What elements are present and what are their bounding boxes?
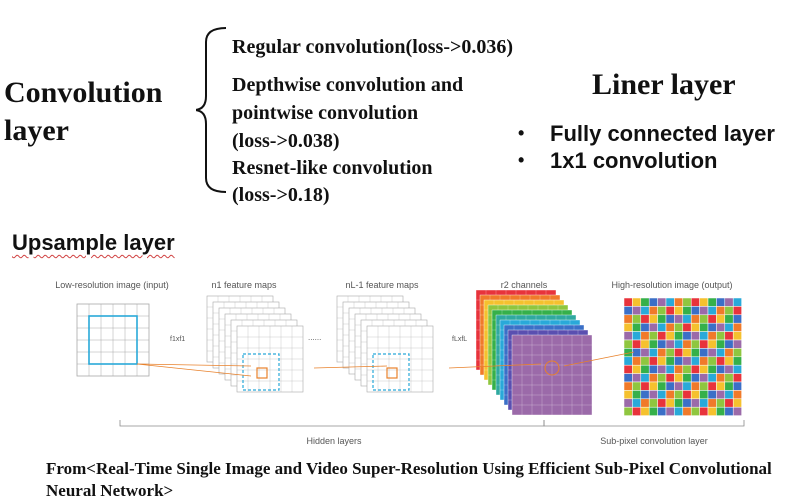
output-image-grid [623,297,742,416]
input-focus-window [88,315,138,365]
hidden-layers-label: Hidden layers [306,436,362,446]
input-image-label: Low-resolution image (input) [55,280,169,290]
ellipsis-dots: ...... [308,333,321,342]
liner-layer-title: Liner layer [592,68,736,101]
input-image-grid [76,303,150,377]
liner-bullet-item: • 1x1 convolution [518,147,775,174]
liner-bullet-text: Fully connected layer [550,121,775,146]
filter-2-label: fLxfL [452,336,467,343]
conv-item-resnet: Resnet-like convolution [232,157,433,179]
conv-item-depthwise-line2: pointwise convolution [232,102,419,124]
espcn-architecture-figure: Low-resolution image (input) n1 feature … [55,280,745,446]
conv-item-resnet-loss: (loss->0.18) [232,184,330,206]
layer-brackets [119,420,745,427]
conv-item-regular: Regular convolution(loss->0.036) [232,36,514,58]
channels-label: r2 channels [501,280,548,290]
liner-bullet-item: • Fully connected layer [518,120,775,147]
feature-maps-1-label: n1 feature maps [211,280,277,290]
liner-bullet-list: • Fully connected layer • 1x1 convolution [518,120,775,174]
convolution-layer-title: Convolution layer [4,74,162,150]
conv-item-depthwise-loss: (loss->0.038) [232,130,340,152]
subpixel-layer-label: Sub-pixel convolution layer [600,436,708,446]
conv-item-depthwise-line1: Depthwise convolution and [232,74,464,96]
upsample-layer-label: Upsample layer [12,230,175,255]
feature-maps-1-stack [206,295,304,393]
source-citation: From<Real-Time Single Image and Video Su… [46,459,772,500]
convolution-title-line1: Convolution [4,76,163,109]
bullet-icon: • [518,150,525,170]
filter-1-label: f1xf1 [170,336,185,343]
curly-brace-icon [196,27,227,193]
feature-maps-2-label: nL-1 feature maps [345,280,419,290]
convolution-title-line2: layer [4,114,69,147]
feature-maps-2-stack [336,295,434,393]
connector-lines [136,351,635,377]
output-image-label: High-resolution image (output) [611,280,732,290]
upsample-layer-title: Upsample layer [12,230,175,256]
channels-stack [475,289,593,416]
bullet-icon: • [518,123,525,143]
liner-bullet-text: 1x1 convolution [550,148,718,173]
